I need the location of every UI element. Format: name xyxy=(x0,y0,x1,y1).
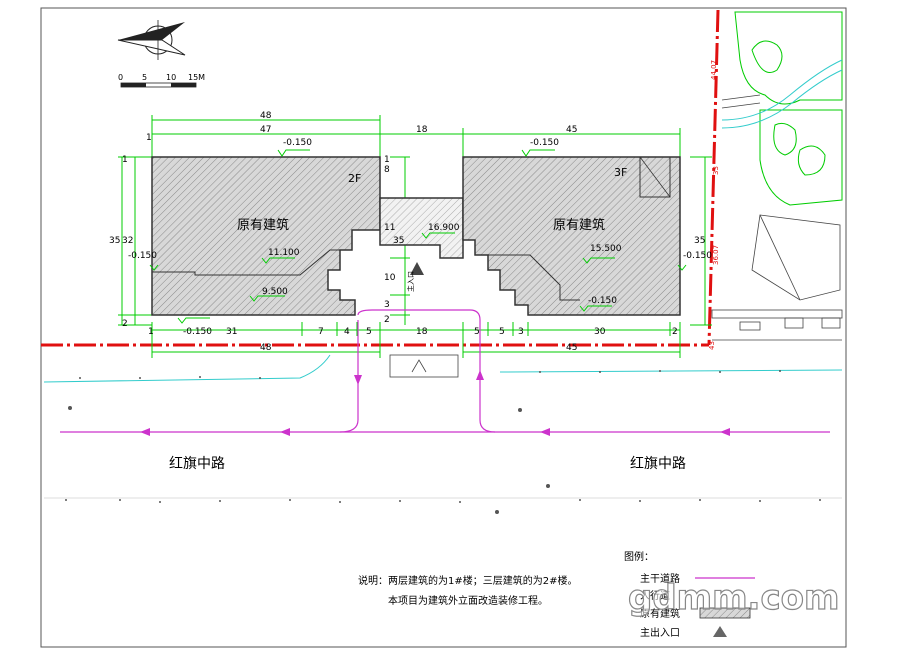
elev-right-side: -0.150 xyxy=(683,251,712,261)
dim-bot-7: 7 xyxy=(318,327,324,337)
elev-left-roof-b: 9.500 xyxy=(262,287,288,297)
legend-item-sidewalk: 人行道 xyxy=(640,589,670,602)
dim-top-18: 18 xyxy=(416,125,428,135)
legend-building-swatch xyxy=(699,607,751,619)
elev-left-top: -0.150 xyxy=(283,138,312,148)
neighbor-buildings xyxy=(711,94,843,341)
cyan-stream xyxy=(43,59,843,383)
note-line-1: 说明：两层建筑的为1#楼；三层建筑的为2#楼。 xyxy=(358,574,577,587)
dimension-lines xyxy=(118,115,712,358)
left-building-label: 原有建筑 xyxy=(237,217,289,233)
road-name-right: 红旗中路 xyxy=(630,456,686,472)
legend-item-building: 原有建筑 xyxy=(640,607,680,620)
scale-tick-0: 0 xyxy=(118,73,123,82)
vegetation-area xyxy=(734,11,843,206)
dim-mid-2: 2 xyxy=(384,315,390,325)
dim-mid-10: 10 xyxy=(384,273,396,283)
legend-title: 图例： xyxy=(624,550,654,563)
dim-bot-48: 48 xyxy=(260,343,272,353)
road-dots xyxy=(65,370,821,514)
dim-bot-18: 18 xyxy=(416,327,428,337)
watermark: gdmm.com xyxy=(628,578,839,618)
dim-mid-35: 35 xyxy=(393,236,404,246)
legend-item-road: 主干道路 xyxy=(640,572,680,585)
building-left-roofline xyxy=(152,249,340,276)
note-line-2: 本项目为建筑外立面改造装修工程。 xyxy=(388,594,548,607)
dim-bot-31: 31 xyxy=(226,327,237,337)
dim-left-1b: 1 xyxy=(122,155,128,165)
dim-bot-5a: 5 xyxy=(366,327,372,337)
legend-entrance-icon xyxy=(713,626,727,637)
side-dim-b: 33 xyxy=(712,166,720,175)
road-name-left: 红旗中路 xyxy=(169,456,225,472)
right-floor-label: 3F xyxy=(614,166,627,179)
dim-top-45: 45 xyxy=(566,125,577,135)
dim-top-47: 47 xyxy=(260,125,271,135)
side-dim-c: 36.07 xyxy=(712,245,720,265)
scale-bar: 0 5 10 15M xyxy=(118,73,205,88)
dim-mid-1: 1 xyxy=(384,155,390,165)
dim-left-32: 32 xyxy=(122,236,133,246)
dim-right-35: 35 xyxy=(694,236,705,246)
left-floor-label: 2F xyxy=(348,172,361,185)
scale-tick-5: 5 xyxy=(142,73,147,82)
gate xyxy=(389,354,459,378)
scale-tick-15m: 15M xyxy=(188,73,205,82)
elev-left-roof-a: 11.100 xyxy=(268,248,300,258)
elev-link: 16.900 xyxy=(428,223,460,233)
stair-core xyxy=(639,156,671,198)
dim-bot-4: 4 xyxy=(344,327,350,337)
dim-top-48: 48 xyxy=(260,111,272,121)
dim-mid-8: 8 xyxy=(384,165,390,175)
side-dim-d: 43 xyxy=(708,341,716,350)
right-building-label: 原有建筑 xyxy=(553,217,605,233)
dimension-texts: 48 47 18 45 35 32 1 2 1 8 11 35 10 3 2 1… xyxy=(109,111,705,353)
elev-right-bottom: -0.150 xyxy=(588,296,617,306)
dim-mid-3: 3 xyxy=(384,300,390,310)
elev-right-roof: 15.500 xyxy=(590,244,622,254)
elevation-ticks xyxy=(149,149,687,324)
side-dims: 44.07 33 36.07 43 xyxy=(708,60,720,350)
side-dim-a: 44.07 xyxy=(710,60,718,80)
dim-bot-1: 1 xyxy=(148,327,154,337)
dim-mid-11: 11 xyxy=(384,223,395,233)
dim-bot-2: 2 xyxy=(672,327,678,337)
dim-bot-45: 45 xyxy=(566,343,577,353)
dim-left-1a: 1 xyxy=(146,133,152,143)
dim-left-35: 35 xyxy=(109,236,120,246)
elev-right-top: -0.150 xyxy=(530,138,559,148)
main-entrance-icon xyxy=(410,262,424,275)
dim-bot-3: 3 xyxy=(518,327,524,337)
traffic-route xyxy=(60,309,830,433)
drawing-frame xyxy=(40,7,847,648)
dim-bot-30: 30 xyxy=(594,327,606,337)
entrance-label: 主入口 xyxy=(406,271,415,292)
dim-bot-5c: 5 xyxy=(499,327,505,337)
dim-left-2: 2 xyxy=(122,319,128,329)
building-right xyxy=(462,156,681,316)
legend-item-entrance: 主出入口 xyxy=(640,626,680,639)
north-arrow-icon xyxy=(117,20,186,60)
scale-tick-10: 10 xyxy=(166,73,176,82)
traffic-arrows xyxy=(140,370,730,436)
elev-left-side: -0.150 xyxy=(128,251,157,261)
dim-bot-5b: 5 xyxy=(474,327,480,337)
legend: 图例： 主干道路 人行道 原有建筑 主出入口 xyxy=(624,550,755,639)
elevation-markers: -0.150 11.100 9.500 -0.150 -0.150 -0.150… xyxy=(128,138,712,337)
building-right-roofline xyxy=(488,254,580,301)
elev-left-bottom: -0.150 xyxy=(183,327,212,337)
